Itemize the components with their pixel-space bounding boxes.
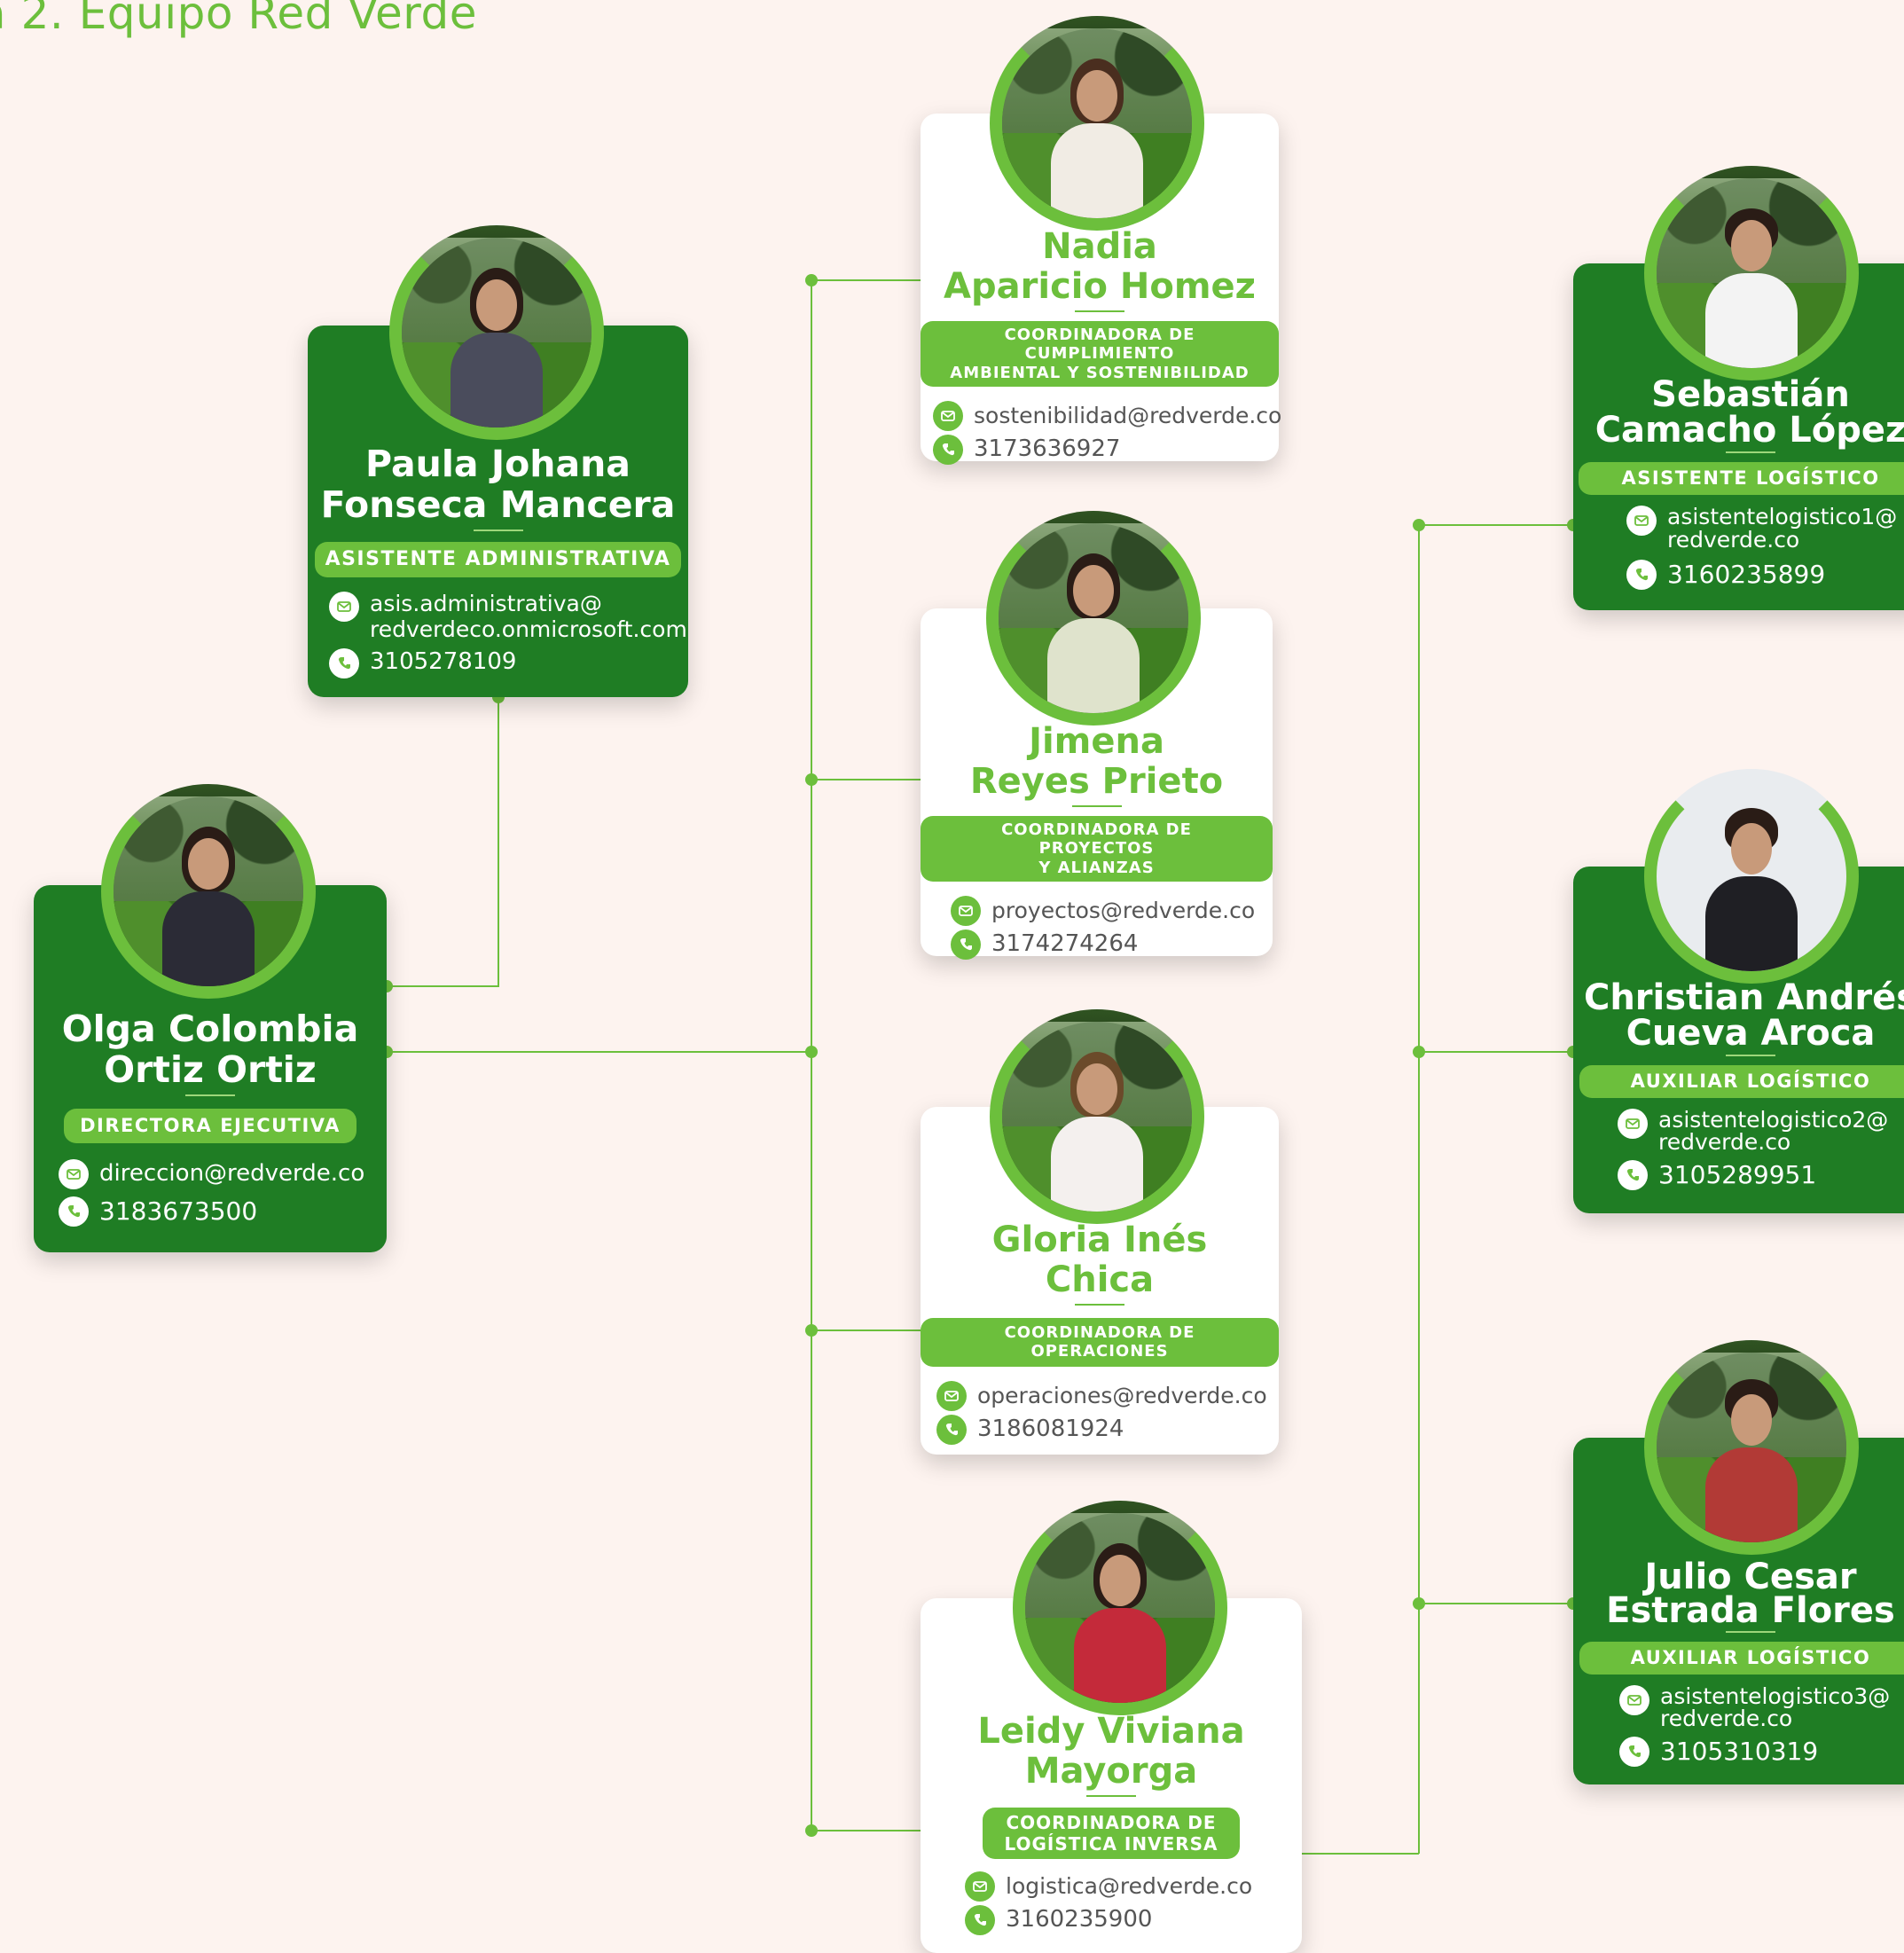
person-name: Olga Colombia Ortiz Ortiz <box>61 1008 359 1091</box>
name-divider <box>473 529 523 531</box>
connector-dot <box>805 1824 818 1837</box>
phone-number[interactable]: 3186081924 <box>977 1415 1124 1442</box>
phone-number[interactable]: 3183673500 <box>99 1196 258 1226</box>
connector-dot <box>1413 519 1425 531</box>
name-divider <box>1726 1631 1775 1633</box>
card-nadia: Nadia Aparicio Homez COORDINADORA DE CUM… <box>921 16 1282 466</box>
connector-olga-paula <box>387 697 499 987</box>
card-julio: Julio Cesar Estrada Flores AUXILIAR LOGÍ… <box>1573 1340 1904 1784</box>
envelope-icon <box>933 401 963 432</box>
person-name: Nadia Aparicio Homez <box>944 226 1256 307</box>
phone-number[interactable]: 3173636927 <box>974 435 1121 463</box>
card-sebastian: Sebastián Camacho López ASISTENTE LOGÍST… <box>1573 166 1904 610</box>
email-link[interactable]: asistentelogistico1@ redverde.co <box>1667 504 1898 553</box>
avatar <box>990 16 1204 231</box>
phone-icon <box>1626 559 1657 590</box>
connector-dot <box>1413 1597 1425 1610</box>
name-divider <box>1086 1794 1136 1797</box>
name-divider <box>1075 1303 1124 1306</box>
person-name: Julio Cesar Estrada Flores <box>1606 1557 1895 1631</box>
email-link[interactable]: operaciones@redverde.co <box>977 1382 1267 1408</box>
role-badge: ASISTENTE LOGÍSTICO <box>1579 462 1904 496</box>
phone-number[interactable]: 3105310319 <box>1660 1737 1819 1767</box>
phone-number[interactable]: 3160235899 <box>1667 559 1826 589</box>
connector-dot <box>805 1046 818 1058</box>
phone-icon <box>1618 1160 1648 1191</box>
avatar <box>1013 1501 1227 1715</box>
name-divider <box>1726 1055 1775 1056</box>
phone-number[interactable]: 3105278109 <box>370 647 517 675</box>
phone-icon <box>951 929 981 961</box>
name-divider <box>185 1094 235 1096</box>
envelope-icon <box>1626 506 1657 537</box>
envelope-icon <box>59 1159 89 1189</box>
avatar <box>1644 1340 1859 1555</box>
avatar <box>1644 166 1859 380</box>
card-leidy: Leidy Viviana Mayorga COORDINADORA DE LO… <box>921 1501 1302 1953</box>
envelope-icon <box>329 592 359 623</box>
figure-title: ra 2. Equipo Red Verde <box>0 0 477 39</box>
role-badge: COORDINADORA DE OPERACIONES <box>921 1317 1279 1367</box>
envelope-icon <box>1619 1685 1649 1716</box>
phone-icon <box>329 647 359 678</box>
phone-icon <box>59 1196 89 1227</box>
card-olga: Olga Colombia Ortiz Ortiz DIRECTORA EJEC… <box>34 784 387 1252</box>
envelope-icon <box>936 1380 967 1411</box>
card-jimena: Jimena Reyes Prieto COORDINADORA DE PROY… <box>921 511 1273 961</box>
role-badge: AUXILIAR LOGÍSTICO <box>1579 1065 1904 1099</box>
avatar <box>990 1009 1204 1224</box>
phone-icon <box>1619 1737 1649 1768</box>
avatar <box>389 225 604 440</box>
avatar <box>986 511 1201 726</box>
name-divider <box>1071 804 1122 807</box>
person-name: Sebastián Camacho López <box>1595 374 1904 451</box>
email-link[interactable]: logistica@redverde.co <box>1006 1872 1253 1899</box>
phone-icon <box>965 1904 995 1935</box>
email-link[interactable]: asistentelogistico2@ redverde.co <box>1658 1107 1889 1156</box>
role-badge: ASISTENTE ADMINISTRATIVA <box>314 541 682 578</box>
person-name: Jimena Reyes Prieto <box>969 721 1224 802</box>
connector-dot <box>805 1324 818 1337</box>
phone-icon <box>933 435 963 466</box>
envelope-icon <box>965 1871 995 1902</box>
card-paula: Paula Johana Fonseca Mancera ASISTENTE A… <box>308 225 688 697</box>
connector-dot <box>805 274 818 286</box>
person-name: Leidy Viviana Mayorga <box>977 1711 1245 1792</box>
role-badge: AUXILIAR LOGÍSTICO <box>1579 1642 1904 1675</box>
email-link[interactable]: asis.administrativa@ redverdeco.onmicros… <box>370 591 687 642</box>
email-link[interactable]: direccion@redverde.co <box>99 1160 365 1187</box>
envelope-icon <box>1618 1109 1648 1140</box>
envelope-icon <box>951 896 981 927</box>
card-christian: Christian Andrés Cueva Aroca AUXILIAR LO… <box>1573 769 1904 1213</box>
phone-number[interactable]: 3174274264 <box>991 930 1139 958</box>
role-badge: COORDINADORA DE PROYECTOS Y ALIANZAS <box>921 815 1273 882</box>
person-name: Gloria Inés Chica <box>991 1220 1208 1300</box>
name-divider <box>1726 451 1775 453</box>
phone-number[interactable]: 3160235900 <box>1006 1905 1153 1933</box>
connector-dot <box>1413 1046 1425 1058</box>
phone-icon <box>936 1414 967 1445</box>
person-name: Paula Johana Fonseca Mancera <box>320 443 676 526</box>
connector-dot <box>805 773 818 786</box>
avatar <box>1644 769 1859 984</box>
card-gloria: Gloria Inés Chica COORDINADORA DE OPERAC… <box>921 1009 1279 1455</box>
role-badge: DIRECTORA EJECUTIVA <box>64 1108 357 1143</box>
person-name: Christian Andrés Cueva Aroca <box>1583 977 1904 1054</box>
email-link[interactable]: asistentelogistico3@ redverde.co <box>1660 1683 1891 1732</box>
phone-number[interactable]: 3105289951 <box>1658 1160 1817 1190</box>
avatar <box>101 784 316 999</box>
name-divider <box>1075 310 1124 312</box>
email-link[interactable]: proyectos@redverde.co <box>991 898 1256 924</box>
role-badge: COORDINADORA DE CUMPLIMIENTO AMBIENTAL Y… <box>921 320 1279 388</box>
role-badge: COORDINADORA DE LOGÍSTICA INVERSA <box>983 1807 1240 1859</box>
email-link[interactable]: sostenibilidad@redverde.co <box>974 403 1282 429</box>
